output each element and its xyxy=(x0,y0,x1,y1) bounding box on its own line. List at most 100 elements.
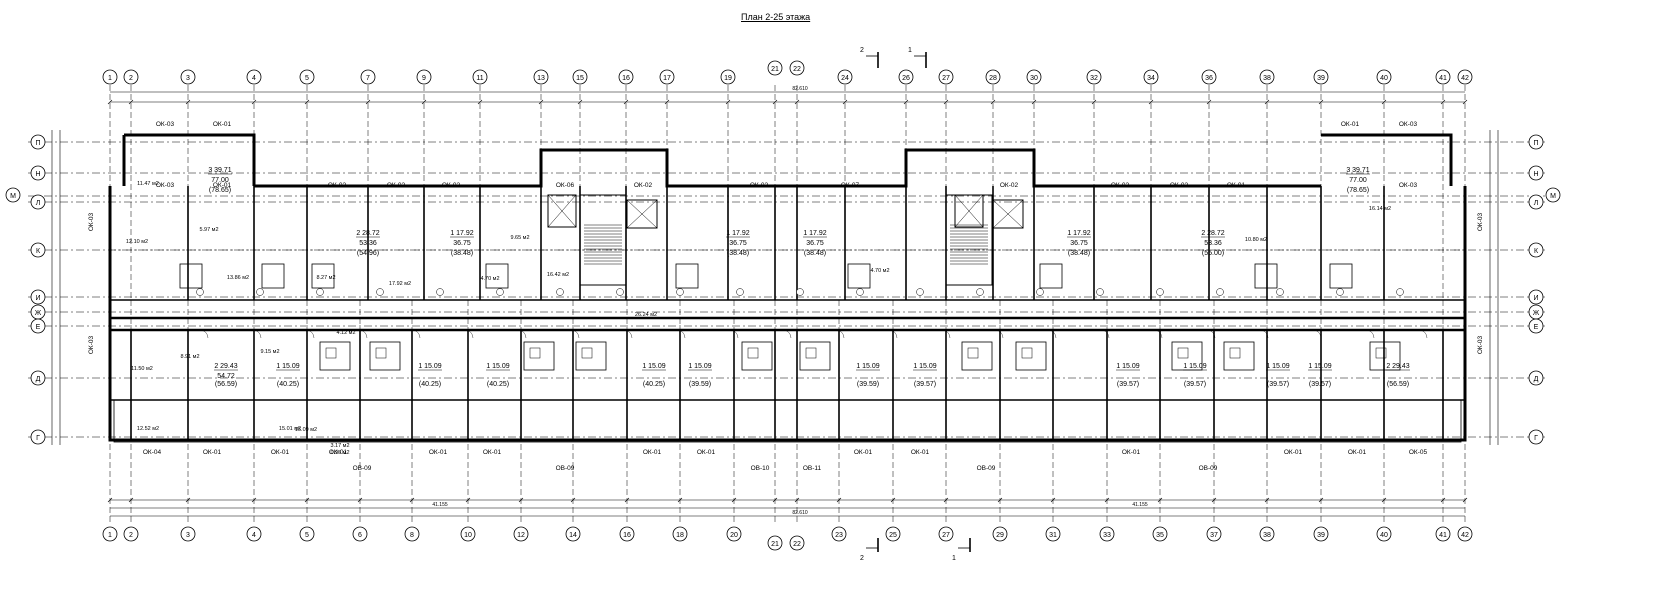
axis-label: 37 xyxy=(1210,532,1218,539)
axis-bubble xyxy=(1313,69,1329,85)
axis-label: 19 xyxy=(724,75,732,82)
axis-bubble xyxy=(180,69,196,85)
bathroom-block xyxy=(675,263,699,289)
dim-tick xyxy=(1462,497,1468,503)
dim-tick xyxy=(677,497,683,503)
door-swing xyxy=(1047,329,1057,339)
axis-bubble xyxy=(533,69,549,85)
dim-tick xyxy=(990,99,996,105)
apartment-label: 1 15.09 xyxy=(1266,363,1289,370)
window-label-top: ОК-02 xyxy=(634,182,653,189)
axis-label: 14 xyxy=(569,532,577,539)
row-axis-label: Г xyxy=(36,435,40,442)
window-label-bottom: ОК-01 xyxy=(483,449,502,456)
row-axis-bubble xyxy=(30,165,46,181)
door-swing xyxy=(888,329,898,339)
window-label-top: ОК-07 xyxy=(841,182,860,189)
door-swing xyxy=(1153,329,1163,339)
axis-bubble xyxy=(985,69,1001,85)
axis-label: 27 xyxy=(942,75,950,82)
axis-bubble xyxy=(767,60,783,76)
row-axis-label: Ж xyxy=(35,310,42,317)
drawing-title: План 2-25 этажа xyxy=(741,12,811,22)
axis-label: 24 xyxy=(841,75,849,82)
room-area-label: 16.42 м2 xyxy=(547,272,569,278)
row-axis-bubble xyxy=(1528,134,1544,150)
dim-tick xyxy=(185,497,191,503)
axis-bubble xyxy=(246,69,262,85)
apartment-gross-area: (39.57) xyxy=(1184,381,1206,388)
room-number-bubble xyxy=(556,288,564,296)
axis-bubble xyxy=(299,526,315,542)
toilet xyxy=(1375,347,1387,359)
axis-bubble xyxy=(123,526,139,542)
axis-bubble xyxy=(180,526,196,542)
door-swing xyxy=(782,329,792,339)
dim-tick xyxy=(1318,99,1324,105)
balcony-label: ОВ-09 xyxy=(1199,465,1218,472)
axis-label: 21 xyxy=(771,66,779,73)
room-number-bubble xyxy=(256,288,264,296)
room-number-bubble xyxy=(796,288,804,296)
dim-tick xyxy=(794,99,800,105)
dim-tick xyxy=(251,99,257,105)
window-label-top: ОК-03 xyxy=(1399,182,1418,189)
bathroom-block xyxy=(1015,341,1047,371)
elevator-shaft xyxy=(547,194,577,228)
room-area-label: 9.15 м2 xyxy=(260,349,279,355)
axis-bubble xyxy=(789,60,805,76)
dim-tick xyxy=(107,497,113,503)
door-swing xyxy=(676,329,686,339)
bathroom-block xyxy=(1369,341,1401,371)
row-axis-bubble xyxy=(1545,187,1561,203)
door-swing xyxy=(464,329,474,339)
apartment-label: 1 15.09 xyxy=(856,363,879,370)
axis-label: 4 xyxy=(252,532,256,539)
axis-label: 5 xyxy=(305,75,309,82)
apartment-gross-area: (39.57) xyxy=(1267,381,1289,388)
axis-bubble xyxy=(1259,526,1275,542)
window-label-top: ОК-01 xyxy=(213,182,232,189)
axis-bubble xyxy=(659,69,675,85)
dim-tick xyxy=(1264,99,1270,105)
room-number-bubble xyxy=(496,288,504,296)
row-axis-label: Ж xyxy=(1533,310,1540,317)
toilet xyxy=(747,347,759,359)
apartment-gross-area: (78.65) xyxy=(209,187,231,194)
row-axis-bubble xyxy=(30,134,46,150)
axis-bubble xyxy=(1143,69,1159,85)
axis-label: 1 xyxy=(108,75,112,82)
room-area-label: 4.70 м2 xyxy=(480,276,499,282)
exterior-wall-upper xyxy=(254,148,1321,188)
window-label-bottom: ОК-01 xyxy=(329,449,348,456)
bathroom-block xyxy=(523,341,555,371)
door-swing xyxy=(1100,329,1110,339)
apartment-label: 3 39.71 xyxy=(208,167,231,174)
axis-label: 26 xyxy=(902,75,910,82)
door-swing xyxy=(941,329,951,339)
row-axis-label: К xyxy=(36,248,41,255)
apartment-label: 1 15.09 xyxy=(1183,363,1206,370)
dim-tick xyxy=(128,497,134,503)
section-cut-label: 2 xyxy=(860,47,864,54)
axis-bubble xyxy=(1376,526,1392,542)
room-area-label: 12.52 м2 xyxy=(137,426,159,432)
apartment-total-area: 54.72 xyxy=(217,373,235,380)
apartment-gross-area: (78.65) xyxy=(1347,187,1369,194)
window-label-end: ОК-03 xyxy=(1399,121,1418,128)
room-number-bubble xyxy=(1336,288,1344,296)
bathroom-block xyxy=(179,263,203,289)
row-axis-bubble xyxy=(1528,318,1544,334)
window-label-end: ОК-01 xyxy=(1341,121,1360,128)
window-label-bottom: ОК-01 xyxy=(643,449,662,456)
axis-label: 7 xyxy=(366,75,370,82)
room-number-bubble xyxy=(916,288,924,296)
dim-tick xyxy=(421,99,427,105)
window-label-bottom: ОК-04 xyxy=(143,449,162,456)
room-number-bubble xyxy=(1276,288,1284,296)
apartment-gross-area: (40.25) xyxy=(487,381,509,388)
axis-bubble xyxy=(1099,526,1115,542)
dim-tick xyxy=(251,497,257,503)
apartment-total-area: 77.00 xyxy=(1349,177,1367,184)
door-swing xyxy=(1418,329,1428,339)
